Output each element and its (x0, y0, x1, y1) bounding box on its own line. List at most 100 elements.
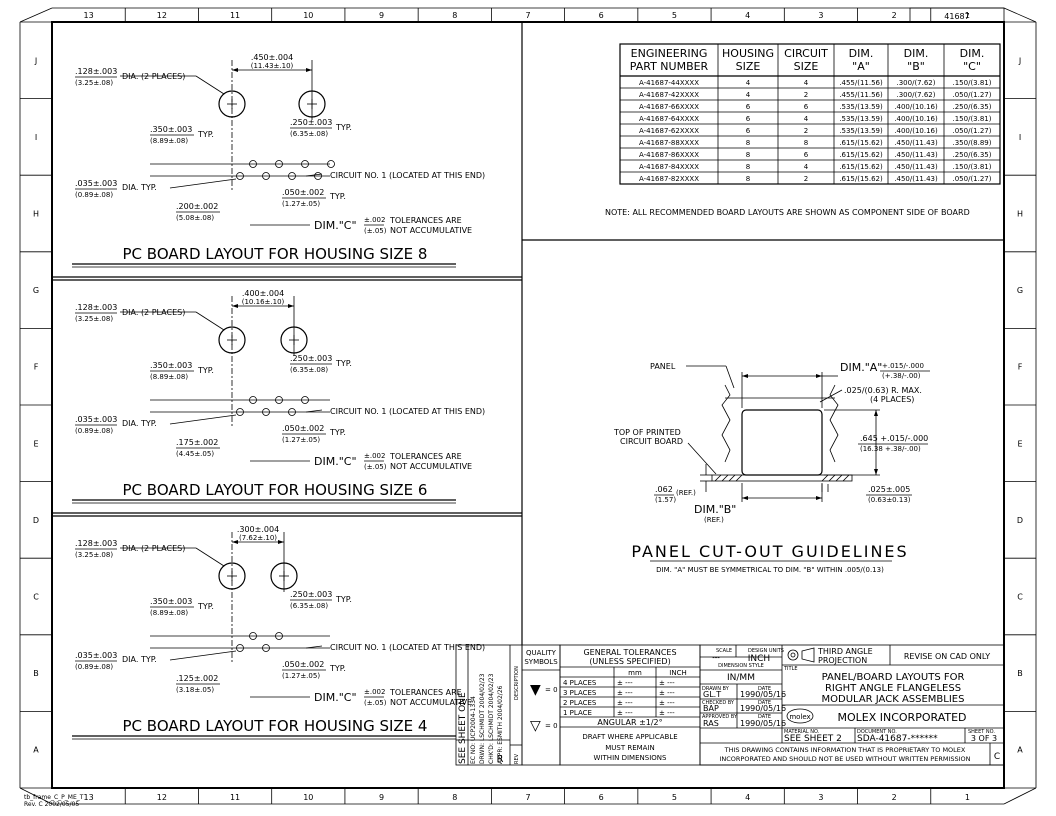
row-offset-typ: TYP. (197, 130, 214, 139)
hole-dia-dim: .128±.003 (75, 303, 117, 312)
zone-bottom-9: 9 (379, 793, 384, 802)
drawing-size: C (994, 752, 1000, 762)
zone-top-3: 3 (818, 11, 823, 20)
zone-left-D: D (33, 516, 39, 525)
quality-symbols: QUALITY SYMBOLS ▼ = 0 ▽ = 0 (521, 644, 561, 766)
tol-in-1: ± --- (659, 709, 675, 717)
zone-right-J: J (1018, 56, 1021, 65)
checked-date: 1990/05/16 (740, 704, 786, 713)
drawn-date-label: DATE (758, 686, 771, 692)
checked-by: BAP (703, 704, 719, 713)
quality-label-1: QUALITY (526, 649, 557, 657)
row-offset-dim-mm: (8.89±.08) (150, 373, 188, 381)
zone-top-9: 9 (379, 11, 384, 20)
rev-description-header: DESCRIPTION (514, 666, 520, 700)
table-cell: .455/(11.56) (839, 91, 883, 99)
zone-left-F: F (34, 363, 39, 372)
tolerance-note-1: TOLERANCES ARE (389, 688, 462, 697)
table-header-2-line2: SIZE (794, 60, 819, 73)
frame-rev: Rev. C 2002/05/05 (24, 801, 79, 808)
hole-dia-note: DIA. (2 PLACES) (122, 544, 185, 553)
approved-date: 1990/05/16 (740, 719, 786, 728)
pin-pitch-dim-mm: (1.27±.05) (282, 672, 320, 680)
zone-left-E: E (33, 439, 38, 448)
table-cell: 2 (804, 127, 808, 135)
checked-label: CHECKED BY (702, 700, 735, 706)
rev-line-3: CHK'D: LSCHMIDT 2004/02/23 (488, 673, 495, 764)
sheet-ref-number: 41687 (944, 12, 969, 21)
table-header-0-line2: PART NUMBER (630, 60, 709, 73)
title-block (699, 644, 1005, 766)
tol-in-4: ± --- (659, 679, 675, 687)
table-cell: .050/(1.27) (953, 127, 992, 135)
pin-pitch-typ: TYP. (329, 192, 346, 201)
gap-dim: .025±.005 (868, 485, 910, 494)
pin-dia-dim-mm: (0.89±.08) (75, 663, 113, 671)
tolerance-note-1: TOLERANCES ARE (389, 452, 462, 461)
dim-a-tol: +.015/-.000 (882, 362, 924, 370)
zone-top-13: 13 (84, 11, 94, 20)
table-header-5-line1: DIM. (960, 47, 985, 60)
zone-right-G: G (1017, 286, 1023, 295)
table-cell: .450/(11.43) (894, 139, 938, 147)
tol-draft-3: WITHIN DIMENSIONS (594, 754, 667, 762)
tol-in-3: ± --- (659, 689, 675, 697)
hole-dia-dim: .128±.003 (75, 539, 117, 548)
ref-thickness-mm: (1.57) (655, 496, 676, 504)
table-cell: 2 (804, 91, 808, 99)
table-cell: .450/(11.43) (894, 163, 938, 171)
zone-bottom-7: 7 (525, 793, 530, 802)
panel-label: PANEL (650, 362, 676, 371)
gap-dim-mm: (0.63±0.13) (868, 496, 911, 504)
projection-label-2: PROJECTION (818, 656, 867, 665)
table-header-1-line2: SIZE (736, 60, 761, 73)
table-cell: 8 (746, 139, 750, 147)
zone-left-B: B (33, 669, 39, 678)
scale-value: --- (712, 654, 720, 662)
tol-draft-2: MUST REMAIN (605, 744, 655, 752)
layout-size-6: .400±.004(10.16±.10).128±.003(3.25±.08)D… (72, 289, 485, 504)
zone-top-7: 7 (525, 11, 530, 20)
table-cell: A-41687-44XXXX (639, 79, 699, 87)
pin-offset-dim: .200±.002 (176, 202, 218, 211)
title-label: TITLE (783, 666, 798, 672)
table-cell: .350/(8.89) (953, 139, 992, 147)
table-cell: .615/(15.62) (839, 139, 883, 147)
hole-dia-dim-mm: (3.25±.08) (75, 79, 113, 87)
zone-bottom-1: 1 (965, 793, 970, 802)
pin-offset-dim-mm: (3.18±.05) (176, 686, 214, 694)
molex-logo-icon (786, 708, 814, 724)
ref-thickness-note: (REF.) (676, 489, 696, 497)
table-cell: 6 (804, 151, 809, 159)
layout-title: PC BOARD LAYOUT FOR HOUSING SIZE 8 (123, 245, 428, 263)
table-header-2-line1: CIRCUIT (784, 47, 828, 60)
table-cell: 6 (746, 127, 751, 135)
rev-line-1: EC NO: UCP2004-1334 (470, 696, 477, 764)
table-cell: A-41687-86XXXX (639, 151, 699, 159)
units-label: DESIGN UNITS (748, 648, 784, 654)
table-cell: A-41687-64XXXX (639, 115, 699, 123)
pin-dia-dim: .035±.003 (75, 651, 117, 660)
peg-spacing-dim-mm: (10.16±.10) (242, 298, 285, 306)
layout-size-4: .300±.004(7.62±.10).128±.003(3.25±.08)DI… (72, 525, 485, 740)
row-offset-dim-mm: (8.89±.08) (150, 609, 188, 617)
rev-title: SEE SHEET ONE (458, 692, 468, 764)
table-note: NOTE: ALL RECOMMENDED BOARD LAYOUTS ARE … (605, 208, 970, 217)
table-cell: .050/(1.27) (953, 91, 992, 99)
zone-top-11: 11 (230, 11, 240, 20)
tol-row-2: 2 PLACES (563, 699, 597, 707)
peg-spacing-dim: .450±.004 (251, 53, 293, 62)
tol-title-1: GENERAL TOLERANCES (583, 648, 676, 657)
panel-cutout-drawing (686, 365, 880, 502)
row-offset-typ: TYP. (197, 366, 214, 375)
zone-right-E: E (1017, 439, 1022, 448)
section-dividers (52, 22, 1004, 645)
table-header-3-line2: "A" (852, 60, 870, 73)
rev-line-2: DRWN: LSCHMIDT 2004/02/23 (479, 673, 486, 764)
document-number: SDA-41687-****** (857, 734, 938, 744)
zone-bottom-4: 4 (745, 793, 750, 802)
quality-filled-triangle-icon: ▼ (530, 682, 541, 698)
hole-dia-dim: .128±.003 (75, 67, 117, 76)
